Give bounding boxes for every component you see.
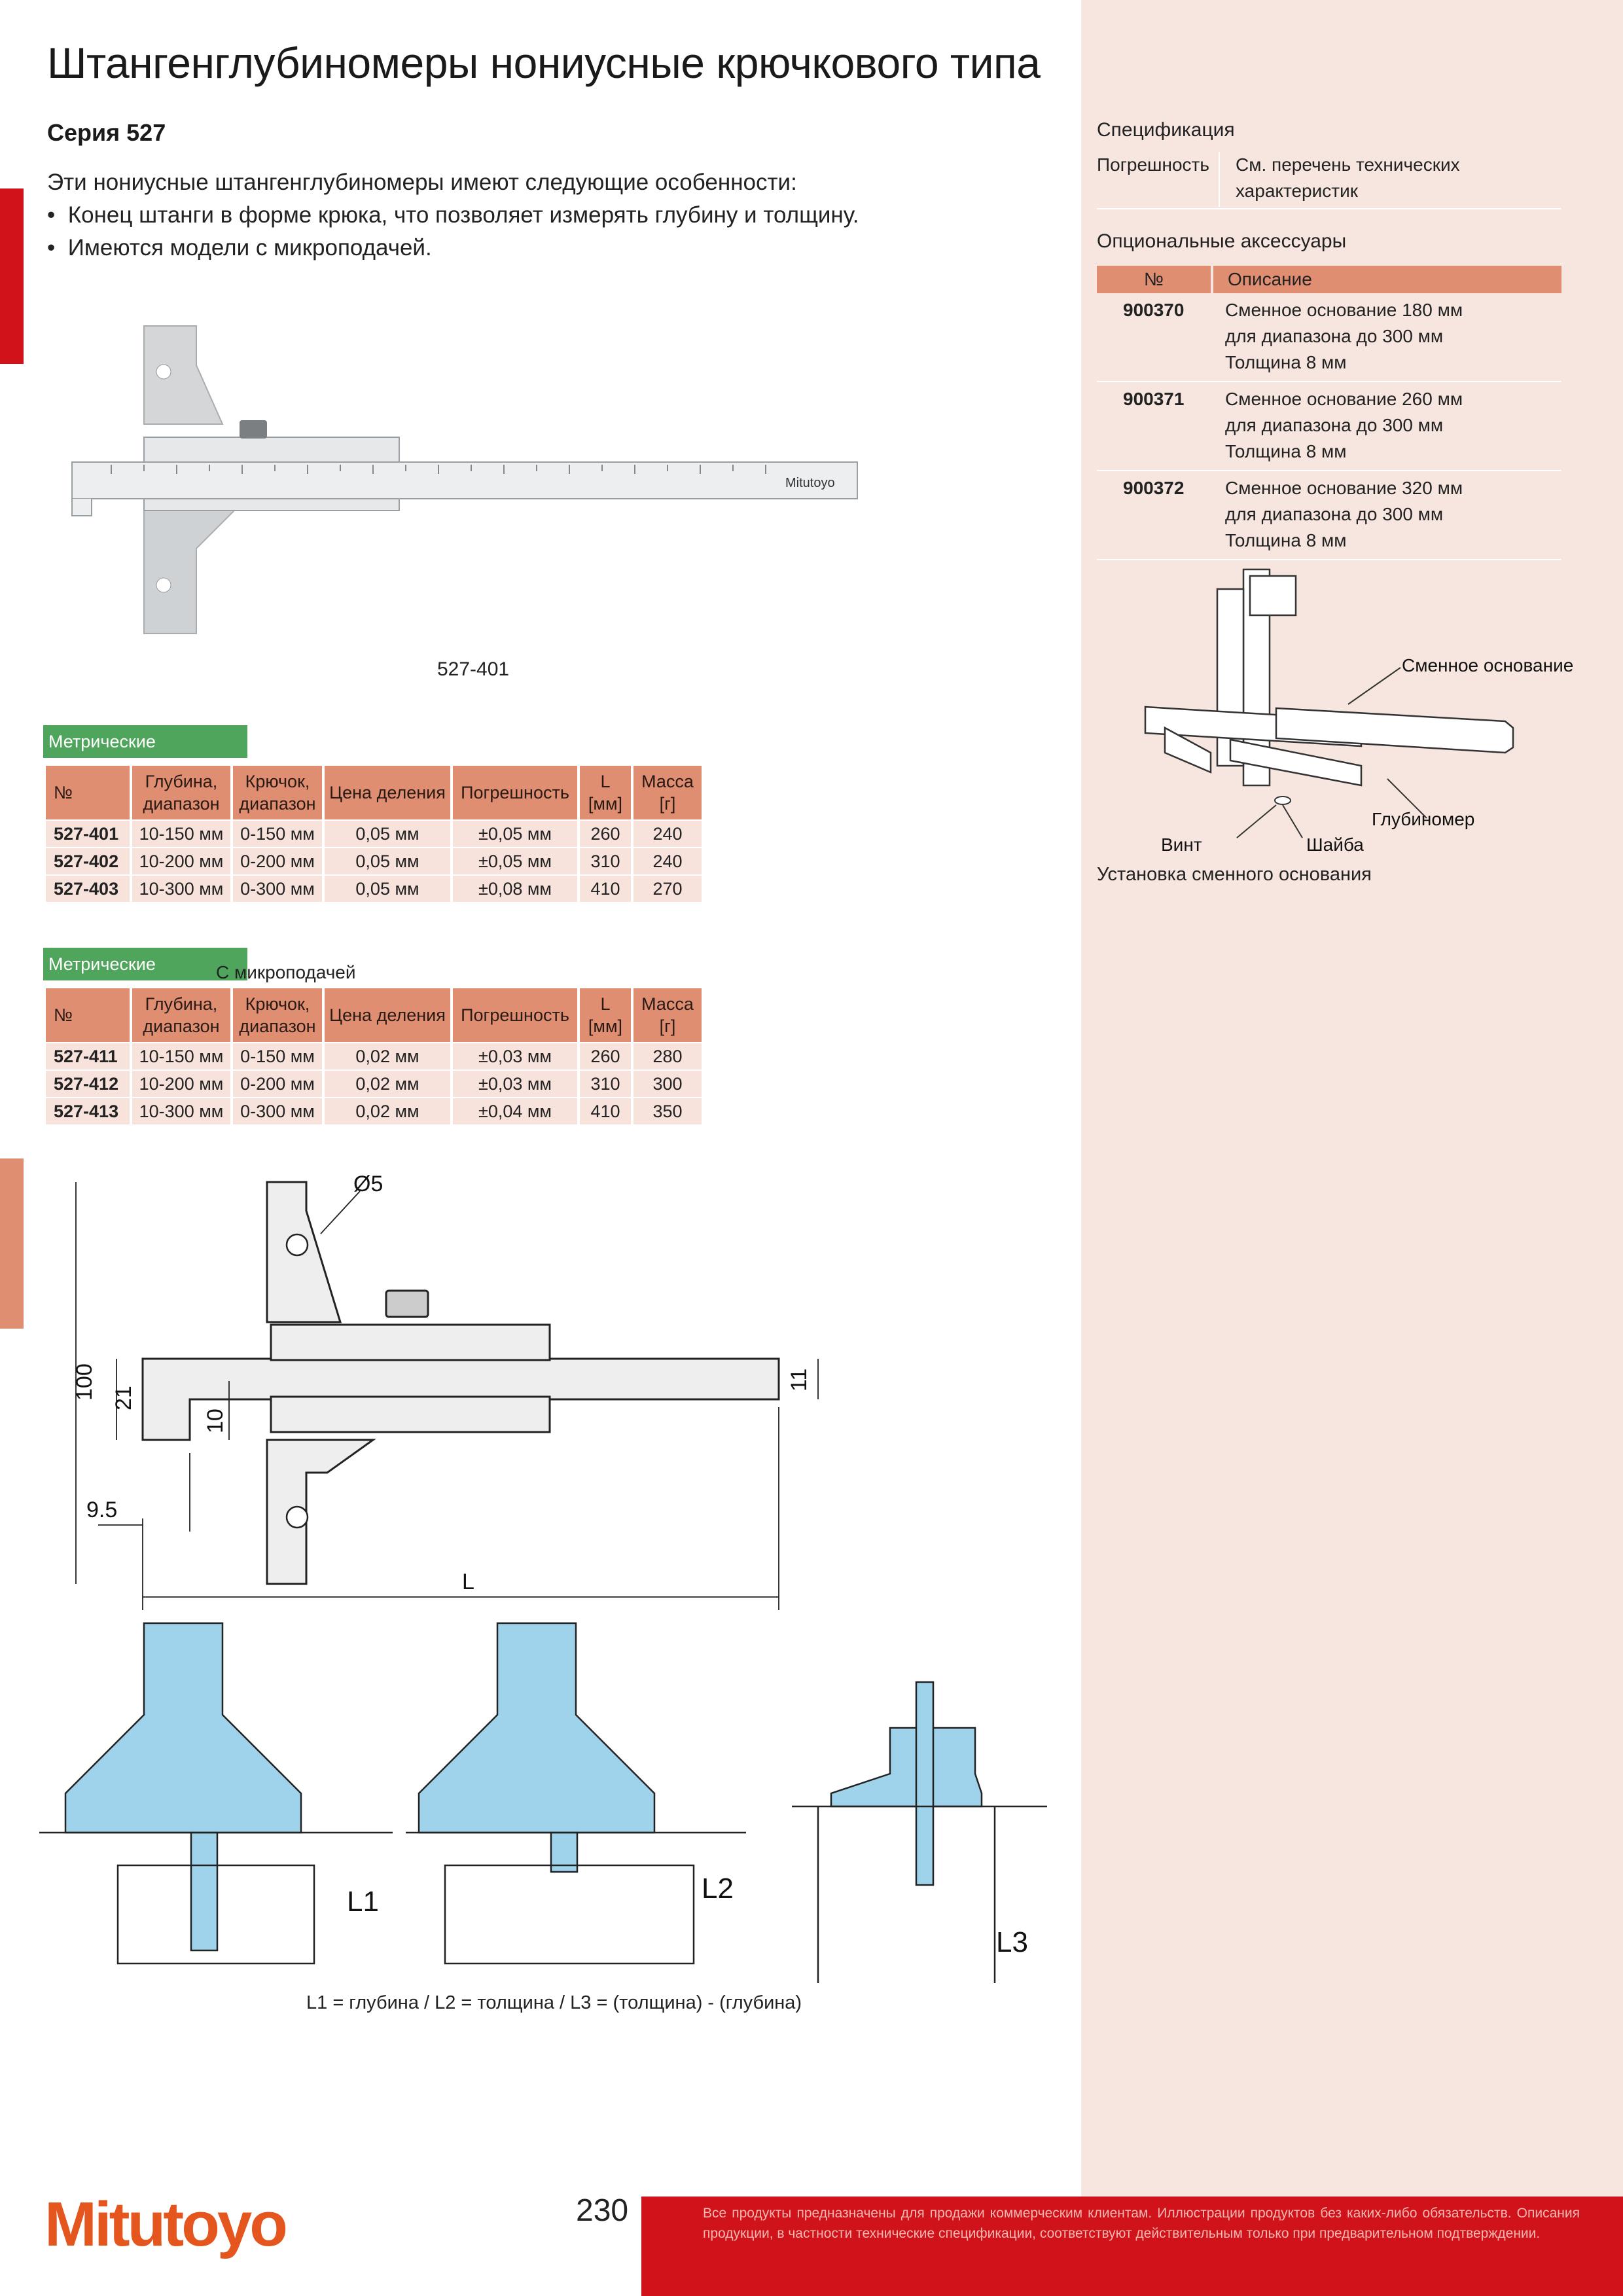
usage-l1: L1 (347, 1886, 379, 1918)
intro-bullet: • Имеются модели с микроподачей. (47, 235, 432, 260)
page-number: 230 (576, 2193, 629, 2228)
label-base: Сменное основание (1402, 655, 1573, 675)
col-header: L [мм] (580, 988, 631, 1042)
intro-lead: Эти нониусные штангенглубиномеры имеют с… (47, 170, 797, 195)
col-header: Погрешность (453, 766, 577, 819)
usage-caption: L1 = глубина / L2 = толщина / L3 = (толщ… (306, 1992, 802, 2013)
table2-subcaption: С микроподачей (216, 962, 356, 982)
dim-10: 10 (203, 1408, 228, 1433)
col-header: Масса [г] (633, 766, 702, 819)
dim-100: 100 (72, 1363, 97, 1401)
dimension-drawing: 100 21 10 11 9.5 Ø5 L (72, 1172, 819, 1610)
footer-band (641, 2197, 1623, 2296)
table2-tag: Метрические (43, 948, 247, 980)
table-header-row: № Глубина, диапазон Крючок, диапазон Цен… (46, 766, 702, 819)
dim-21: 21 (111, 1386, 136, 1410)
diagram-caption: Установка сменного основания (1097, 864, 1372, 885)
usage-l3: L3 (996, 1926, 1028, 1958)
col-header: Цена деления (325, 766, 450, 819)
col-header: Крючок, диапазон (233, 988, 322, 1042)
dim-diameter: Ø5 (353, 1172, 383, 1196)
dim-9-5: 9.5 (86, 1498, 117, 1522)
col-header: Глубина, диапазон (132, 766, 230, 819)
col-header: № (46, 988, 130, 1042)
accent-bar-red (0, 188, 24, 364)
col-header: Масса [г] (633, 988, 702, 1042)
accessories-table: № Описание 900370 Сменное основание 180 … (1097, 266, 1561, 560)
spec-value: См. перечень технических характеристик (1236, 154, 1460, 201)
table1-tag: Метрические (43, 725, 247, 758)
col-header: Глубина, диапазон (132, 988, 230, 1042)
table1: № Глубина, диапазон Крючок, диапазон Цен… (43, 764, 704, 903)
spec-label: Погрешность (1097, 154, 1209, 175)
photo-caption: 527-401 (437, 658, 510, 680)
mitutoyo-logo: Mitutoyo (45, 2189, 288, 2259)
col-header: Цена деления (325, 988, 450, 1042)
label-washer: Шайба (1306, 834, 1364, 855)
col-header: L [мм] (580, 766, 631, 819)
usage-diagrams: L1 L2 L3 (39, 1622, 1047, 1983)
col-header: Погрешность (453, 988, 577, 1042)
intro-bullet: • Конец штанги в форме крюка, что позвол… (47, 202, 859, 228)
accessories-header: № Описание (1097, 266, 1561, 293)
side-panel (1081, 0, 1623, 2296)
intro-text: Эти нониусные штангенглубиномеры имеют с… (47, 166, 859, 264)
product-photo: Mitutoyo (46, 313, 897, 660)
footer-disclaimer: Все продукты предназначены для продажи к… (703, 2206, 1580, 2241)
col-header: Крючок, диапазон (233, 766, 322, 819)
accessories-heading: Опциональные аксессуары (1097, 230, 1347, 252)
label-screw: Винт (1161, 834, 1202, 855)
spec-divider (1219, 152, 1220, 207)
spec-heading: Спецификация (1097, 119, 1235, 141)
table2: № Глубина, диапазон Крючок, диапазон Цен… (43, 987, 704, 1126)
col-header: № (46, 766, 130, 819)
series-label: Серия 527 (47, 119, 166, 146)
dim-11: 11 (787, 1369, 812, 1391)
photo-brand: Mitutoyo (785, 476, 835, 490)
accent-bar-salmon (0, 1158, 24, 1329)
label-gauge: Глубиномер (1372, 809, 1474, 829)
dim-L: L (462, 1570, 474, 1594)
table-header-row: № Глубина, диапазон Крючок, диапазон Цен… (46, 988, 702, 1042)
usage-l2: L2 (702, 1873, 734, 1905)
page-title: Штангенглубиномеры нониусные крючкового … (47, 39, 1041, 87)
spec-rule (1097, 208, 1561, 209)
extension-base-diagram: Сменное основание Глубиномер Винт Шайба (1144, 568, 1573, 855)
